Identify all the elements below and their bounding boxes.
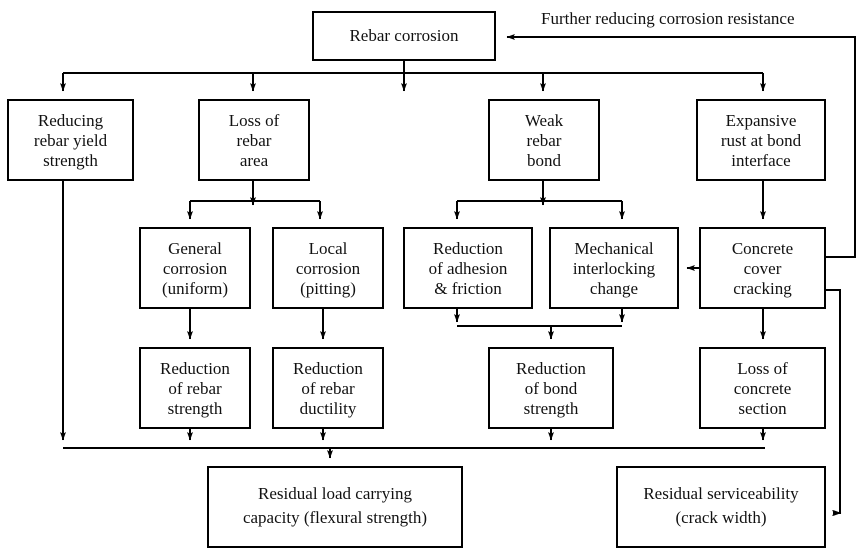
node-rebar-corrosion[interactable]: Rebar corrosion — [312, 11, 496, 61]
node-label-line: change — [590, 279, 638, 298]
node-concrete-cover-cracking[interactable]: Concrete cover cracking — [699, 227, 826, 309]
node-label-line: corrosion — [296, 259, 361, 278]
node-label-line: bond — [527, 151, 562, 170]
node-label-line: Residual load carrying — [258, 484, 412, 503]
node-label-line: of rebar — [168, 379, 222, 398]
node-label-line: of adhesion — [429, 259, 508, 278]
node-label-line: Reduction — [433, 239, 503, 258]
node-label-line: strength — [168, 399, 223, 418]
node-label-line: capacity (flexural strength) — [243, 508, 427, 527]
node-loss-of-concrete-section[interactable]: Loss of concrete section — [699, 347, 826, 429]
node-mechanical-interlocking-change[interactable]: Mechanical interlocking change — [549, 227, 679, 309]
node-label-rebar-corrosion: Rebar corrosion — [349, 26, 459, 45]
node-label-line: rebar — [527, 131, 562, 150]
node-label-line: section — [738, 399, 787, 418]
node-reduction-of-rebar-strength[interactable]: Reduction of rebar strength — [139, 347, 251, 429]
node-general-corrosion-uniform[interactable]: General corrosion (uniform) — [139, 227, 251, 309]
node-label-line: & friction — [434, 279, 502, 298]
node-local-corrosion-pitting[interactable]: Local corrosion (pitting) — [272, 227, 384, 309]
node-label-line: of bond — [525, 379, 578, 398]
node-weak-rebar-bond[interactable]: Weak rebar bond — [488, 99, 600, 181]
node-residual-serviceability[interactable]: Residual serviceability (crack width) — [616, 466, 826, 548]
node-label-line: concrete — [734, 379, 792, 398]
node-label-line: (crack width) — [675, 508, 766, 527]
edge-concrete-cover-cracking-to-residual-serviceability — [825, 289, 841, 517]
node-label-line: Reducing — [38, 111, 104, 130]
node-reduction-of-rebar-ductility[interactable]: Reduction of rebar ductility — [272, 347, 384, 429]
node-label-line: Residual serviceability — [643, 484, 799, 503]
node-label-line: interlocking — [573, 259, 656, 278]
node-reducing-rebar-yield-strength[interactable]: Reducing rebar yield strength — [7, 99, 134, 181]
node-label-line: General — [168, 239, 222, 258]
node-label-line: of rebar — [301, 379, 355, 398]
node-label-line: cover — [744, 259, 782, 278]
node-label-line: ductility — [300, 399, 357, 418]
node-label-line: strength — [43, 151, 98, 170]
node-label-line: Reduction — [160, 359, 230, 378]
edge-weak-rebar-bond-split — [454, 180, 626, 220]
node-label-line: Reduction — [516, 359, 586, 378]
edge-merge-bar-row5 — [63, 428, 767, 459]
node-expansive-rust-at-bond-interface[interactable]: Expansive rust at bond interface — [696, 99, 826, 181]
node-label-line: Weak — [525, 111, 564, 130]
node-loss-of-rebar-area[interactable]: Loss of rebar area — [198, 99, 310, 181]
node-label-line: Reduction — [293, 359, 363, 378]
node-label-line: rust at bond — [721, 131, 802, 150]
edge-distribution-bar-row2 — [60, 72, 767, 92]
node-label-line: Concrete — [732, 239, 793, 258]
node-label-line: Loss of — [229, 111, 280, 130]
edge-loss-of-rebar-area-split — [187, 180, 324, 220]
node-reduction-of-bond-strength[interactable]: Reduction of bond strength — [488, 347, 614, 429]
node-label-line: Mechanical — [574, 239, 654, 258]
node-label-line: Local — [309, 239, 348, 258]
node-reduction-of-adhesion-friction[interactable]: Reduction of adhesion & friction — [403, 227, 533, 309]
node-label-line: corrosion — [163, 259, 228, 278]
edge-adhesion-interlocking-merge — [454, 308, 626, 340]
node-label-line: (uniform) — [162, 279, 228, 298]
node-label-line: strength — [524, 399, 579, 418]
node-label-line: (pitting) — [300, 279, 356, 298]
node-label-line: Expansive — [726, 111, 797, 130]
node-label-line: Loss of — [737, 359, 788, 378]
node-residual-load-carrying-capacity[interactable]: Residual load carrying capacity (flexura… — [207, 466, 463, 548]
node-label-line: rebar yield — [34, 131, 108, 150]
node-label-line: rebar — [237, 131, 272, 150]
node-label-line: cracking — [733, 279, 792, 298]
node-label-line: area — [240, 151, 269, 170]
edge-feedback-to-rebar-corrosion — [506, 34, 856, 258]
edge-label-further-reducing-corrosion-resistance: Further reducing corrosion resistance — [541, 9, 795, 28]
node-label-line: interface — [731, 151, 790, 170]
